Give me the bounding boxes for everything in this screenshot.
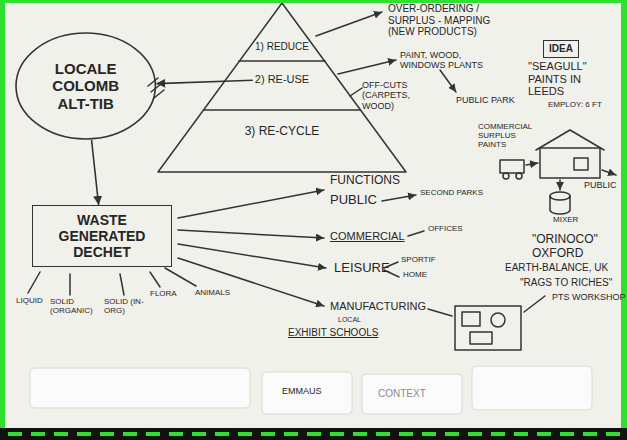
connector-arrow (92, 140, 99, 205)
handwritten-note: PTS WORKSHOP (552, 292, 626, 302)
waste-box: WASTE GENERATED DECHET (32, 205, 172, 267)
handwritten-note: COMMERCIAL (330, 230, 405, 243)
handwritten-note: "ORINOCO" OXFORD (532, 233, 617, 261)
frame-strip (0, 428, 627, 440)
leader-line (408, 231, 424, 236)
frame-edge (0, 0, 5, 428)
leader-line (524, 296, 545, 312)
handwritten-note: LEISURE (334, 261, 390, 276)
handwritten-note: COMMERCIAL SURPLUS PAINTS (478, 122, 536, 150)
mixer-sketch (550, 192, 570, 200)
frame-dashes (8, 432, 620, 436)
function-line (178, 258, 324, 306)
handwritten-note: PAINT, WOOD, WINDOWS PLANTS (400, 50, 505, 71)
function-line (178, 190, 324, 218)
truck-sketch (503, 173, 509, 179)
workshop-sketch (455, 306, 521, 350)
node-text: 3) RE-CYCLE (245, 125, 320, 139)
handwritten-note: FUNCTIONS (330, 174, 400, 188)
handwritten-note: OFF-CUTS (CARPETS, WOOD) (362, 80, 422, 111)
mixer-sketch (550, 196, 570, 214)
frame-edge (621, 0, 627, 428)
workshop-sketch (491, 313, 505, 327)
handwritten-note: OVER-ORDERING / SURPLUS - MAPPING (NEW P… (388, 3, 513, 38)
handwritten-note: PUBLIC PARK (456, 95, 515, 105)
handwritten-note: FLORA (150, 289, 177, 298)
handwritten-note: EARTH-BALANCE, UK (505, 262, 608, 274)
frame-edge (0, 0, 627, 3)
leader-arrow (559, 180, 561, 190)
node-text: LOCALE COLOMB ALT-TIB (40, 60, 132, 112)
handwritten-note: "SEAGULL" PAINTS IN LEEDS (528, 60, 616, 98)
workshop-sketch (470, 332, 492, 344)
paper-sheet (262, 372, 352, 414)
handwritten-note: EMMAUS (282, 386, 322, 396)
node-text: IDEA (549, 43, 573, 55)
pyramid-divider (239, 60, 325, 62)
pyramid-band: 2) RE-USE (253, 72, 311, 87)
leader-arrow (382, 195, 416, 201)
leader-arrow (602, 170, 616, 175)
pyramid-band: 1) REDUCE (253, 40, 311, 54)
handwritten-note: LOCAL (338, 316, 361, 324)
pyramid-divider (204, 109, 360, 111)
handwritten-note: ANIMALS (195, 288, 230, 297)
building-sketch (536, 130, 604, 150)
handwritten-note: HOME (403, 270, 427, 279)
handwritten-note: EMPLOY: 6 FT (548, 100, 602, 109)
building-sketch (540, 148, 600, 178)
truck-sketch (500, 160, 524, 173)
handwritten-note: SECOND PARKS (420, 188, 483, 197)
leader-line (428, 309, 452, 316)
leader-arrow (316, 12, 382, 36)
leader-arrow (338, 60, 396, 74)
workshop-sketch (462, 312, 480, 326)
handwritten-note: PUBLIC (584, 180, 617, 190)
handwritten-note: LIQUID (16, 296, 43, 305)
handwritten-note: SOLID (ORGANIC) (50, 297, 96, 315)
function-line (178, 244, 326, 268)
handwritten-note: SPORTIF (401, 255, 436, 264)
function-line (178, 230, 324, 238)
handwritten-note: CONTEXT (378, 388, 426, 400)
handwritten-note: MANUFACTURING (330, 300, 426, 313)
connector-arrow (156, 80, 252, 83)
handwritten-note: PUBLIC (330, 193, 377, 208)
leader-arrow (526, 163, 538, 165)
handwritten-note: "RAGS TO RICHES" (520, 277, 612, 289)
handwritten-note: SOLID (IN-ORG) (104, 297, 152, 315)
locale-circle: LOCALE COLOMB ALT-TIB (15, 32, 156, 140)
paper-sheet (362, 374, 462, 414)
building-sketch (574, 158, 588, 170)
handwritten-note: MIXER (553, 215, 578, 224)
leader-arrow (440, 70, 456, 92)
pyramid-band: 3) RE-CYCLE (243, 124, 322, 140)
node-text: 1) REDUCE (255, 41, 309, 53)
truck-sketch (516, 173, 522, 179)
circle-outline (16, 33, 155, 139)
leader-line (350, 88, 362, 96)
paper-sheet (472, 366, 592, 410)
node-text: 2) RE-USE (255, 73, 309, 86)
node-text: WASTE GENERATED DECHET (41, 212, 163, 260)
idea-box: IDEA (543, 40, 579, 58)
handwritten-note: EXHIBIT SCHOOLS (288, 327, 378, 339)
handwritten-note: OFFICES (428, 224, 463, 233)
paper-sheet (30, 368, 250, 408)
